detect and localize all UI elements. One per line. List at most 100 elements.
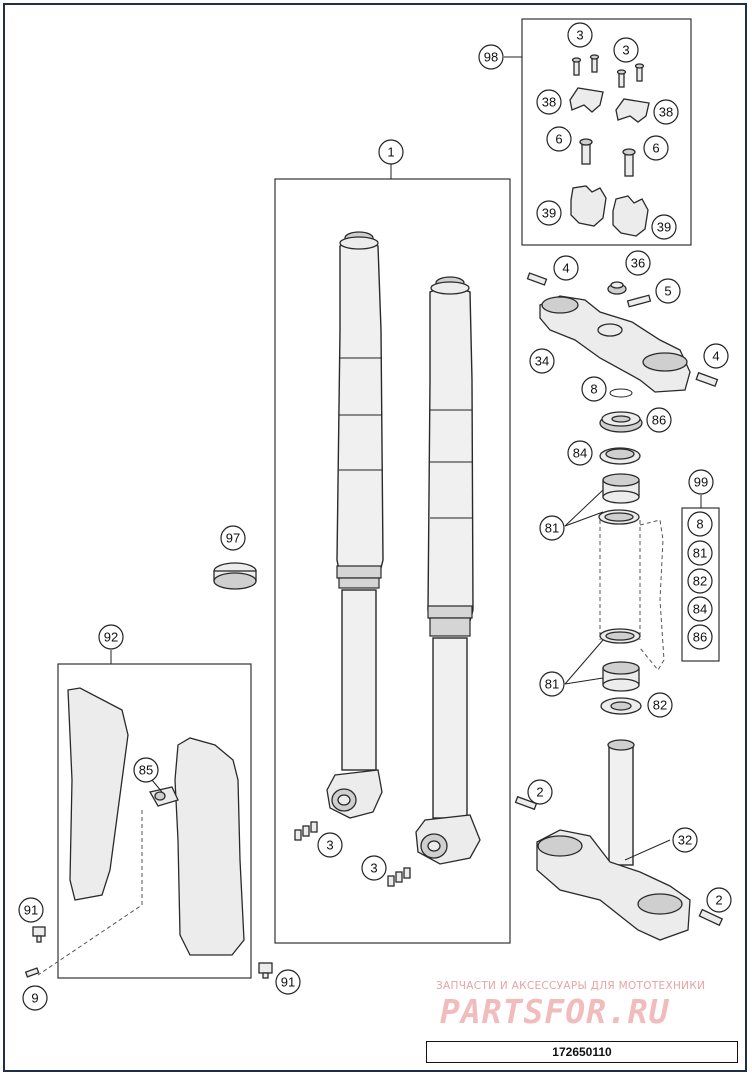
fork-leg-left — [326, 231, 384, 819]
svg-text:91: 91 — [281, 975, 295, 990]
guard-screw-small — [24, 967, 40, 978]
head-tube-outline — [599, 519, 665, 671]
svg-text:99: 99 — [694, 475, 708, 490]
part-number-box: 172650110 — [426, 1041, 738, 1063]
callout-32: 32 — [672, 827, 698, 853]
clamp-screw-pair-left — [571, 54, 600, 76]
callout-38: 38 — [653, 99, 679, 125]
fork-leg-right — [415, 276, 481, 865]
svg-text:91: 91 — [24, 903, 38, 918]
callout-85: 85 — [133, 757, 159, 783]
callout-99: 99 — [688, 469, 714, 495]
callout-8: 8 — [687, 511, 713, 537]
callout-6: 6 — [643, 135, 669, 161]
bearing-race-lower — [599, 628, 641, 644]
taper-bearing-lower — [602, 661, 640, 692]
svg-text:81: 81 — [545, 677, 559, 692]
svg-text:9: 9 — [31, 991, 38, 1006]
clamp-bolt-center — [626, 294, 652, 308]
svg-text:38: 38 — [659, 105, 673, 120]
watermark-logo: PARTSFOR.RU — [440, 992, 670, 1031]
callout-36: 36 — [625, 250, 651, 276]
dust-seal — [599, 447, 641, 465]
svg-text:92: 92 — [104, 630, 118, 645]
svg-text:34: 34 — [535, 354, 549, 369]
svg-text:8: 8 — [590, 382, 597, 397]
svg-text:86: 86 — [693, 630, 707, 645]
svg-text:2: 2 — [536, 785, 543, 800]
fork-guard-left — [67, 687, 129, 901]
callout-91: 91 — [275, 969, 301, 995]
callout-82: 82 — [687, 568, 713, 594]
svg-text:81: 81 — [693, 546, 707, 561]
svg-text:4: 4 — [712, 349, 719, 364]
callout-82: 82 — [647, 692, 673, 718]
svg-text:86: 86 — [652, 413, 666, 428]
svg-text:1: 1 — [387, 145, 394, 160]
callout-9: 9 — [22, 985, 48, 1011]
callout-81: 81 — [539, 671, 565, 697]
steering-stem-nut — [607, 281, 627, 295]
callout-97: 97 — [220, 525, 246, 551]
callout-86: 86 — [687, 624, 713, 650]
clamp-bolt-upper-right — [695, 371, 719, 388]
group-box-92 — [57, 663, 252, 979]
svg-text:3: 3 — [576, 28, 583, 43]
callout-81: 81 — [687, 540, 713, 566]
callout-39: 39 — [651, 214, 677, 240]
svg-text:3: 3 — [326, 838, 333, 853]
callout-4: 4 — [553, 255, 579, 281]
clamp-bolt-right — [622, 148, 636, 177]
svg-text:98: 98 — [484, 50, 498, 65]
clamp-bolt-lower-left — [514, 795, 538, 811]
svg-text:39: 39 — [657, 220, 671, 235]
svg-text:32: 32 — [678, 833, 692, 848]
callout-1: 1 — [378, 139, 404, 165]
handlebar-clamp-top-right — [615, 98, 650, 123]
callout-4: 4 — [703, 343, 729, 369]
lower-seal-ring — [600, 697, 642, 715]
axle-clamp-screws-left — [294, 821, 318, 841]
lower-triple-clamp — [536, 739, 691, 941]
callout-3: 3 — [317, 832, 343, 858]
callout-34: 34 — [529, 348, 555, 374]
callout-3: 3 — [613, 37, 639, 63]
drawing-frame — [3, 3, 747, 1072]
callout-39: 39 — [536, 200, 562, 226]
handlebar-clamp-bottom-right — [612, 195, 649, 237]
handlebar-clamp-bottom-left — [570, 185, 607, 227]
o-ring — [609, 388, 633, 398]
callout-2: 2 — [527, 779, 553, 805]
upper-triple-clamp — [539, 295, 691, 393]
mounting-line — [37, 810, 143, 976]
callout-81: 81 — [539, 515, 565, 541]
taper-bearing-upper — [602, 473, 640, 504]
spacer-ring — [213, 562, 257, 590]
callout-84: 84 — [687, 596, 713, 622]
svg-text:3: 3 — [370, 861, 377, 876]
svg-text:85: 85 — [139, 763, 153, 778]
clamp-bolt-left — [579, 138, 593, 165]
svg-text:2: 2 — [715, 893, 722, 908]
callout-38: 38 — [536, 89, 562, 115]
callout-91: 91 — [18, 897, 44, 923]
part-number: 172650110 — [552, 1045, 612, 1059]
svg-text:6: 6 — [652, 141, 659, 156]
callout-98: 98 — [478, 44, 504, 70]
clamp-screw-pair-right — [616, 63, 645, 88]
svg-text:36: 36 — [631, 256, 645, 271]
seal-ring — [599, 411, 643, 433]
cable-guide-clip — [149, 786, 179, 807]
guard-screw-right — [258, 962, 273, 979]
callout-8: 8 — [581, 376, 607, 402]
bearing-race-upper — [598, 509, 640, 525]
leader-lines — [110, 56, 702, 861]
callout-3: 3 — [361, 855, 387, 881]
svg-text:84: 84 — [573, 446, 587, 461]
callout-84: 84 — [567, 440, 593, 466]
axle-clamp-screws-right — [387, 867, 411, 887]
group-box-98 — [521, 18, 692, 246]
svg-text:84: 84 — [693, 602, 707, 617]
handlebar-clamp-top-left — [569, 87, 604, 113]
